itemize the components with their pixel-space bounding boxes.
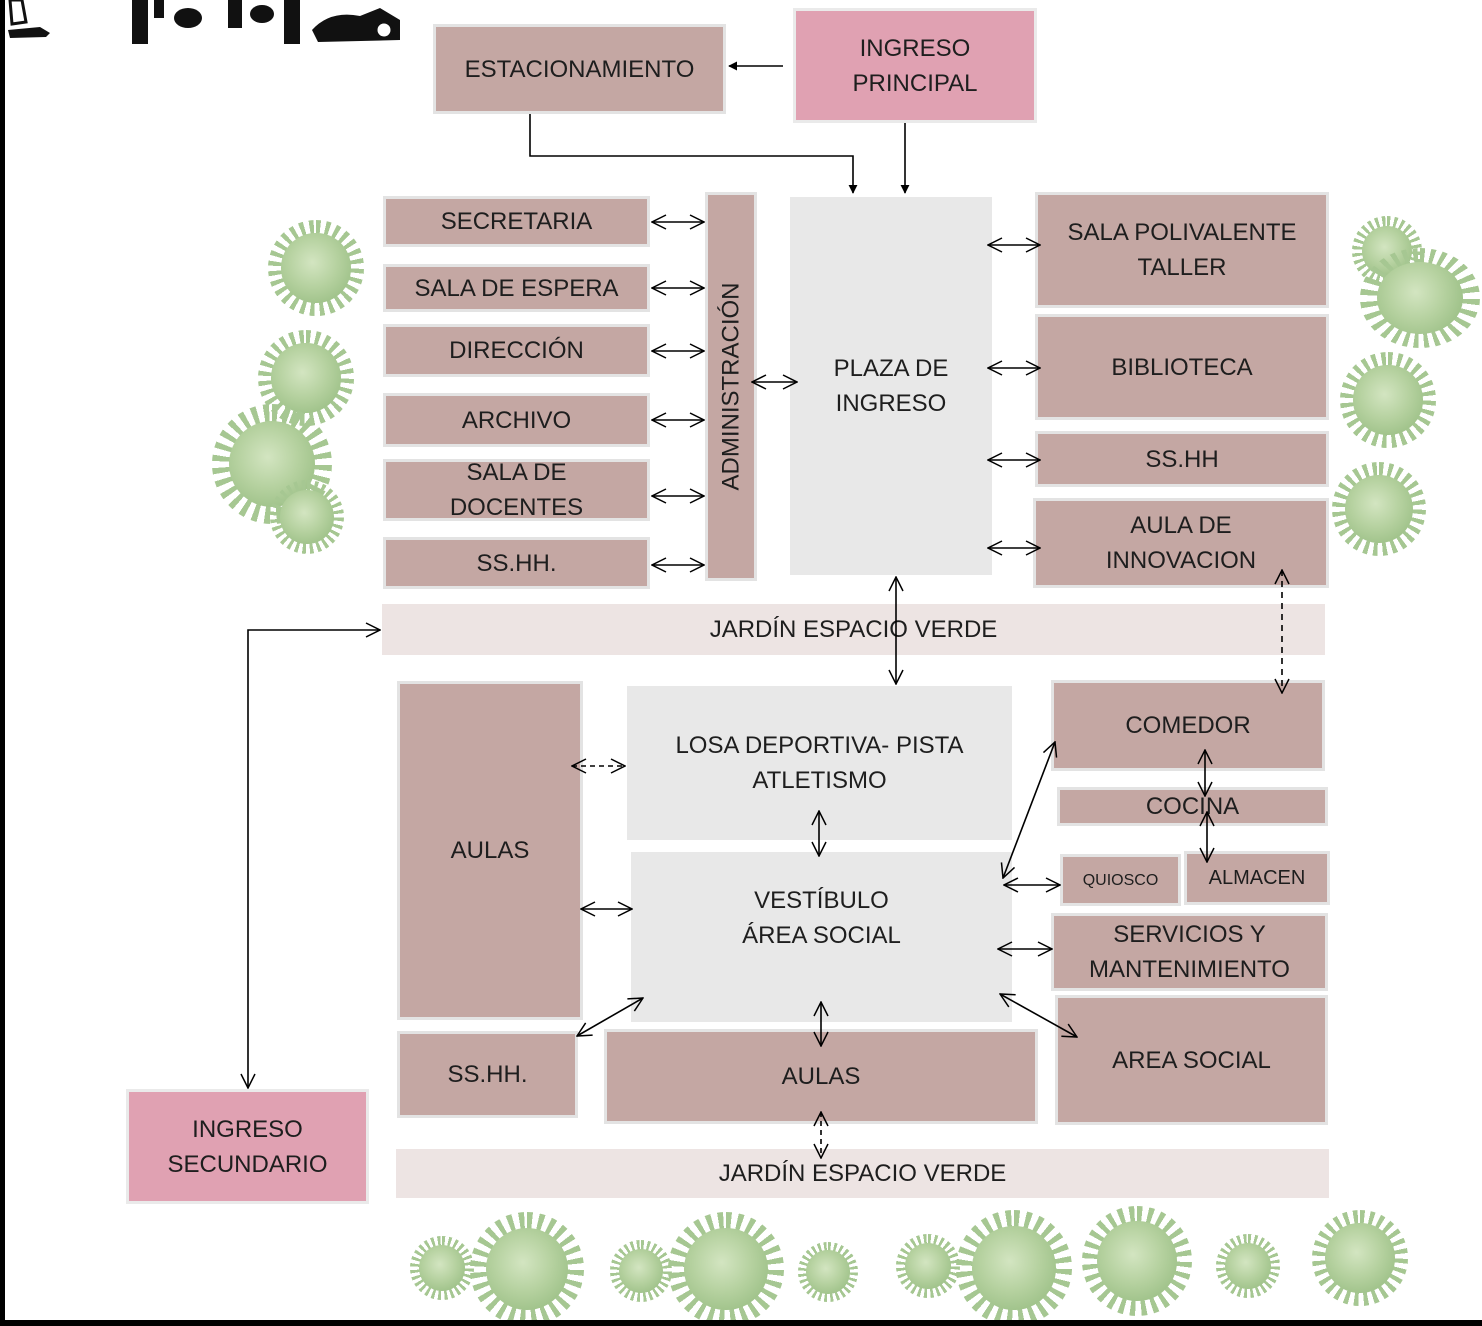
- sshh-admin-box: SS.HH.: [383, 537, 650, 589]
- biblioteca-box: BIBLIOTECA: [1035, 314, 1329, 420]
- frame-border-left: [0, 0, 5, 1326]
- frame-border-bottom: [0, 1320, 1482, 1326]
- estacionamiento-box: ESTACIONAMIENTO: [433, 24, 726, 114]
- tree-illustration: [268, 220, 364, 316]
- secretaria-box: SECRETARIA: [383, 196, 650, 247]
- tree-illustration: [798, 1242, 858, 1302]
- aulas-left-box: AULAS: [397, 681, 583, 1020]
- tree-illustration: [668, 1212, 784, 1326]
- area-social-box: AREA SOCIAL: [1055, 995, 1328, 1125]
- tree-illustration: [1312, 1210, 1408, 1306]
- tree-illustration: [1332, 462, 1426, 556]
- tree-illustration: [610, 1240, 672, 1302]
- sshh-right-box: SS.HH: [1035, 431, 1329, 487]
- tree-illustration: [1082, 1206, 1192, 1316]
- jardin-espacio-verde-lower: JARDÍN ESPACIO VERDE: [396, 1149, 1329, 1198]
- tree-illustration: [1216, 1234, 1280, 1298]
- tree-illustration: [258, 330, 354, 426]
- sala-de-docentes-box: SALA DE DOCENTES: [383, 459, 650, 521]
- tree-illustration: [470, 1212, 584, 1326]
- tree-illustration: [1360, 248, 1480, 348]
- plaza-de-ingreso-box: PLAZA DE INGRESO: [790, 197, 992, 575]
- cocina-box: COCINA: [1057, 787, 1328, 826]
- administracion-box: ADMINISTRACIÓN: [705, 192, 757, 581]
- sala-de-espera-box: SALA DE ESPERA: [383, 264, 650, 312]
- sala-polivalente-taller-box: SALA POLIVALENTE TALLER: [1035, 192, 1329, 308]
- arrow-estacionamiento-to-plaza: [529, 114, 858, 194]
- tree-illustration: [1340, 352, 1436, 448]
- arrow-vestibulo-comedor: [1003, 742, 1055, 878]
- direccion-box: DIRECCIÓN: [383, 324, 650, 377]
- arrow-vestibulo-sshh: [577, 998, 643, 1036]
- almacen-box: ALMACEN: [1184, 851, 1330, 905]
- vestibulo-area-social-box: VESTÍBULO ÁREA SOCIAL: [631, 852, 1012, 1022]
- tree-illustration: [896, 1234, 960, 1298]
- arrow-vestibulo-area-social: [1000, 994, 1077, 1037]
- sshh-bottom-box: SS.HH.: [397, 1031, 578, 1118]
- arrow-ingreso-secundario-jardin: [248, 630, 380, 1088]
- comedor-box: COMEDOR: [1051, 680, 1325, 771]
- servicios-mantenimiento-box: SERVICIOS Y MANTENIMIENTO: [1051, 913, 1328, 991]
- quiosco-box: QUIOSCO: [1060, 854, 1181, 906]
- tree-illustration: [956, 1210, 1072, 1326]
- tree-illustration: [410, 1236, 474, 1300]
- people-silhouettes-illustration: [8, 0, 400, 44]
- jardin-espacio-verde-upper: JARDÍN ESPACIO VERDE: [382, 604, 1325, 655]
- ingreso-secundario-box: INGRESO SECUNDARIO: [126, 1089, 369, 1204]
- ingreso-principal-box: INGRESO PRINCIPAL: [793, 8, 1037, 123]
- tree-illustration: [270, 480, 344, 554]
- archivo-box: ARCHIVO: [383, 393, 650, 447]
